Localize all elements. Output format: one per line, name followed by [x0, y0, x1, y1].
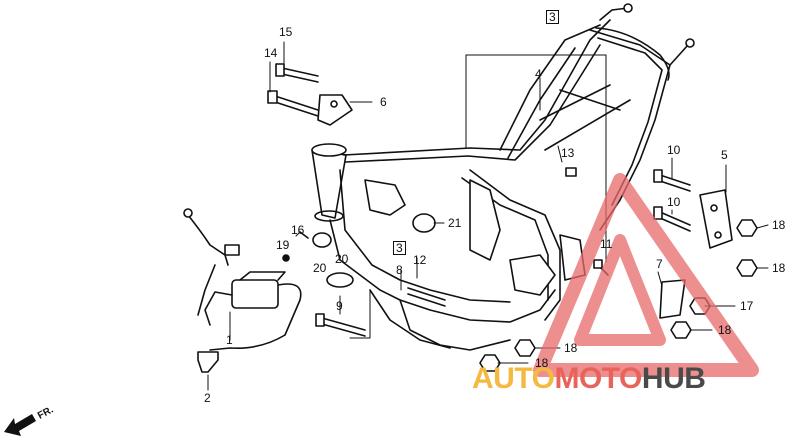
bolt-10-upper — [653, 169, 691, 192]
watermark-triangle — [533, 173, 759, 377]
part-label-4: 4 — [535, 67, 542, 81]
part-label-21: 21 — [448, 216, 462, 230]
part-label-18-e: 18 — [535, 356, 549, 370]
part-label-18-a: 18 — [772, 218, 786, 232]
bolt-9 — [315, 313, 366, 337]
bolt-16 — [299, 231, 309, 239]
bolt-14 — [267, 90, 319, 117]
part-label-14: 14 — [264, 46, 278, 60]
part-label-3-top: 3 — [546, 10, 559, 24]
part-label-6: 6 — [380, 95, 387, 109]
nut-18 — [479, 219, 758, 372]
watermark-word-hub: HUB — [641, 362, 706, 395]
front-direction-arrow — [4, 414, 36, 436]
part-label-10-upper: 10 — [667, 143, 681, 157]
part-label-18-d: 18 — [564, 341, 578, 355]
bolt-12 — [407, 287, 446, 307]
part-label-10-lower: 10 — [667, 195, 681, 209]
watermark-word-auto: AUTO — [472, 362, 555, 395]
bracket-7 — [659, 279, 686, 319]
part-label-20-b: 20 — [335, 252, 349, 266]
ignition-coil — [204, 271, 302, 351]
bolt-13 — [565, 167, 577, 177]
bolt-19 — [282, 254, 290, 262]
part-label-20-a: 20 — [313, 261, 327, 275]
part-label-5: 5 — [721, 148, 728, 162]
part-label-3-mid: 3 — [393, 241, 406, 255]
engine-mount-plates — [364, 179, 586, 296]
head-tube — [311, 143, 347, 222]
part-label-9: 9 — [336, 299, 343, 313]
part-label-8: 8 — [396, 263, 403, 277]
top-tube — [343, 19, 611, 163]
part-label-15: 15 — [279, 25, 293, 39]
part-label-7: 7 — [656, 257, 663, 271]
part-label-2: 2 — [204, 391, 211, 405]
part-label-1: 1 — [226, 333, 233, 347]
part-label-13: 13 — [561, 146, 575, 160]
bolt-15 — [275, 63, 319, 83]
bracket-6 — [317, 94, 353, 126]
watermark-word-moto: MOTO — [554, 362, 642, 395]
part-label-11: 11 — [600, 237, 613, 251]
part-label-16: 16 — [291, 223, 305, 237]
rear-subframe — [539, 3, 695, 231]
watermark-text: AUTOMOTOHUB — [472, 362, 706, 395]
wire-harness — [183, 208, 240, 316]
spark-plug-cap — [197, 351, 219, 373]
bolt-10-lower — [653, 206, 691, 232]
bracket-5 — [699, 189, 733, 249]
part-label-18-c: 18 — [718, 323, 732, 337]
part-label-12: 12 — [413, 253, 427, 267]
part-label-19: 19 — [276, 238, 290, 252]
grommet-20 — [312, 232, 354, 288]
part-label-18-b: 18 — [772, 261, 786, 275]
part-label-17: 17 — [740, 299, 754, 313]
grommet-21 — [412, 213, 436, 233]
